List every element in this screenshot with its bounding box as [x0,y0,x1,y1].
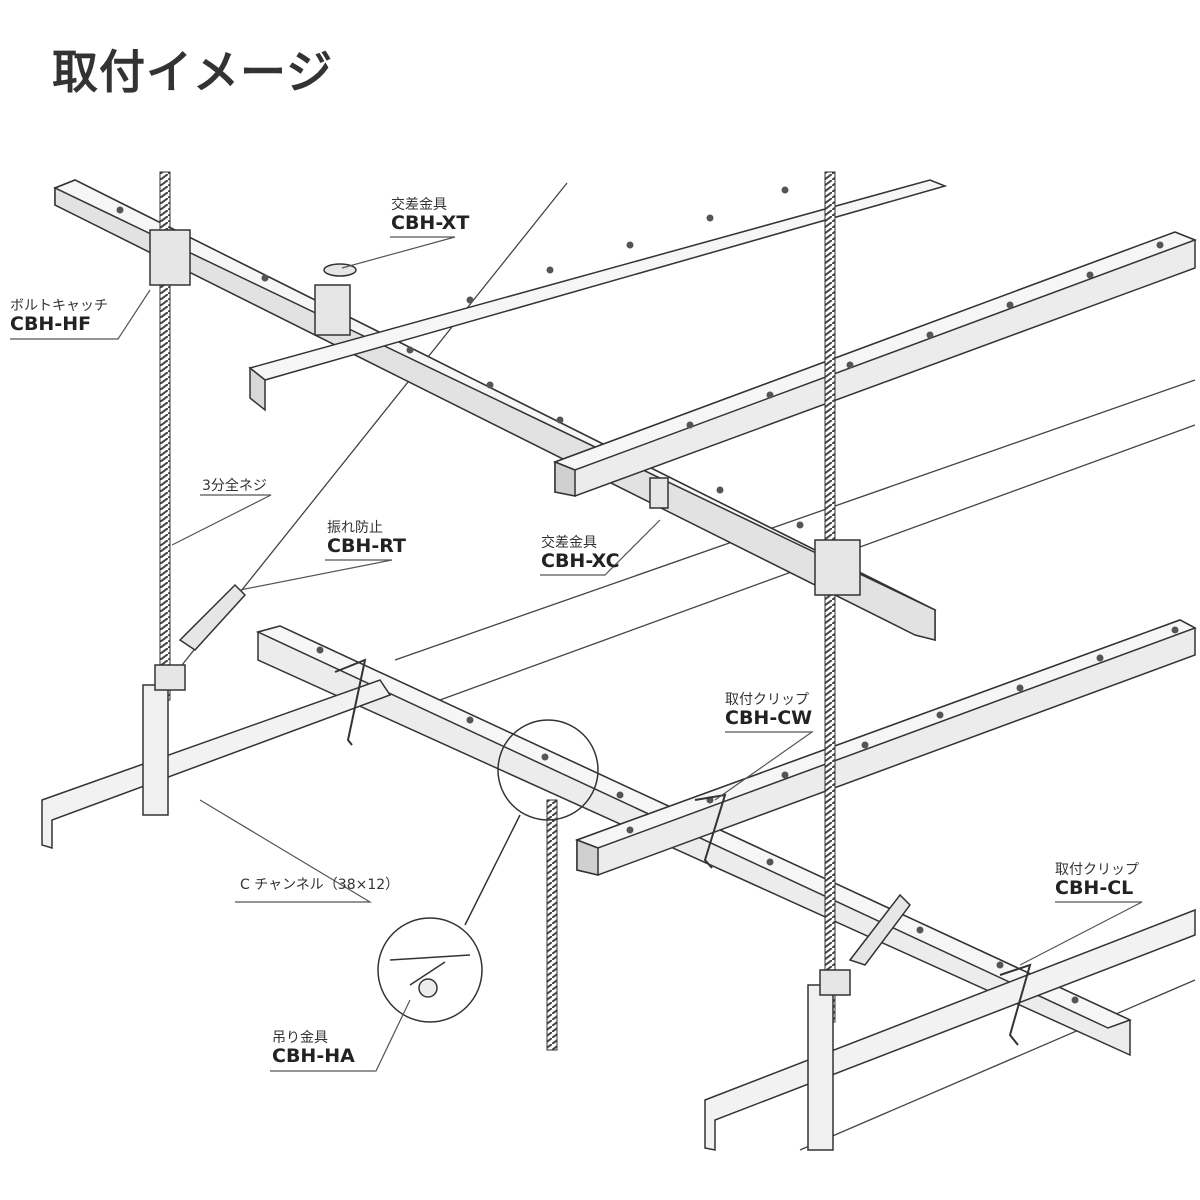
leader-lines [10,236,1143,1072]
cross-xt-label: 交差金具 [391,197,447,213]
clip-cl-label: 取付クリップ [1055,862,1139,878]
callout-cross-xt: 交差金具 CBH-XT [391,197,469,235]
hanger-ha-label: 吊り金具 [272,1030,328,1046]
anti-sway-code: CBH-RT [327,535,406,558]
callout-clip-cl: 取付クリップ CBH-CL [1055,862,1139,900]
bolt-catch-code: CBH-HF [10,313,92,336]
clip-cl-code: CBH-CL [1055,877,1134,900]
cross-xt-code: CBH-XT [391,212,470,235]
page-title: 取付イメージ [52,45,334,99]
hanger-plates [142,684,834,1151]
detail-circles [377,719,599,1023]
cross-xc-code: CBH-XC [541,550,620,573]
c-channel-left [41,679,392,850]
c-channel-label: C チャンネル（38×12） [240,877,400,893]
callout-anti-sway: 振れ防止 CBH-RT [327,520,406,558]
c-channel-right [704,908,1196,1151]
clip-cw-label: 取付クリップ [725,692,809,708]
bolt-catch-label: ボルトキャッチ [10,298,108,314]
fittings [149,229,911,996]
upper-rail [53,179,937,642]
rail-lower-right [574,619,1197,876]
callout-bolt-catch: ボルトキャッチ CBH-HF [10,298,108,336]
callout-hanger-ha: 吊り金具 CBH-HA [272,1030,355,1068]
clips [334,658,1032,1046]
clip-cw-code: CBH-CW [725,707,813,730]
callout-cross-xc: 交差金具 CBH-XC [541,535,620,573]
rail-top-right [248,179,948,412]
rail-mid-right [552,231,1198,497]
anti-sway-label: 振れ防止 [327,520,383,536]
callout-clip-cw: 取付クリップ CBH-CW [725,692,812,730]
threaded-rod-label: 3分全ネジ [202,478,267,494]
hanger-ha-code: CBH-HA [272,1045,355,1068]
cross-xc-label: 交差金具 [541,535,597,551]
rail-holes [116,186,1179,1004]
